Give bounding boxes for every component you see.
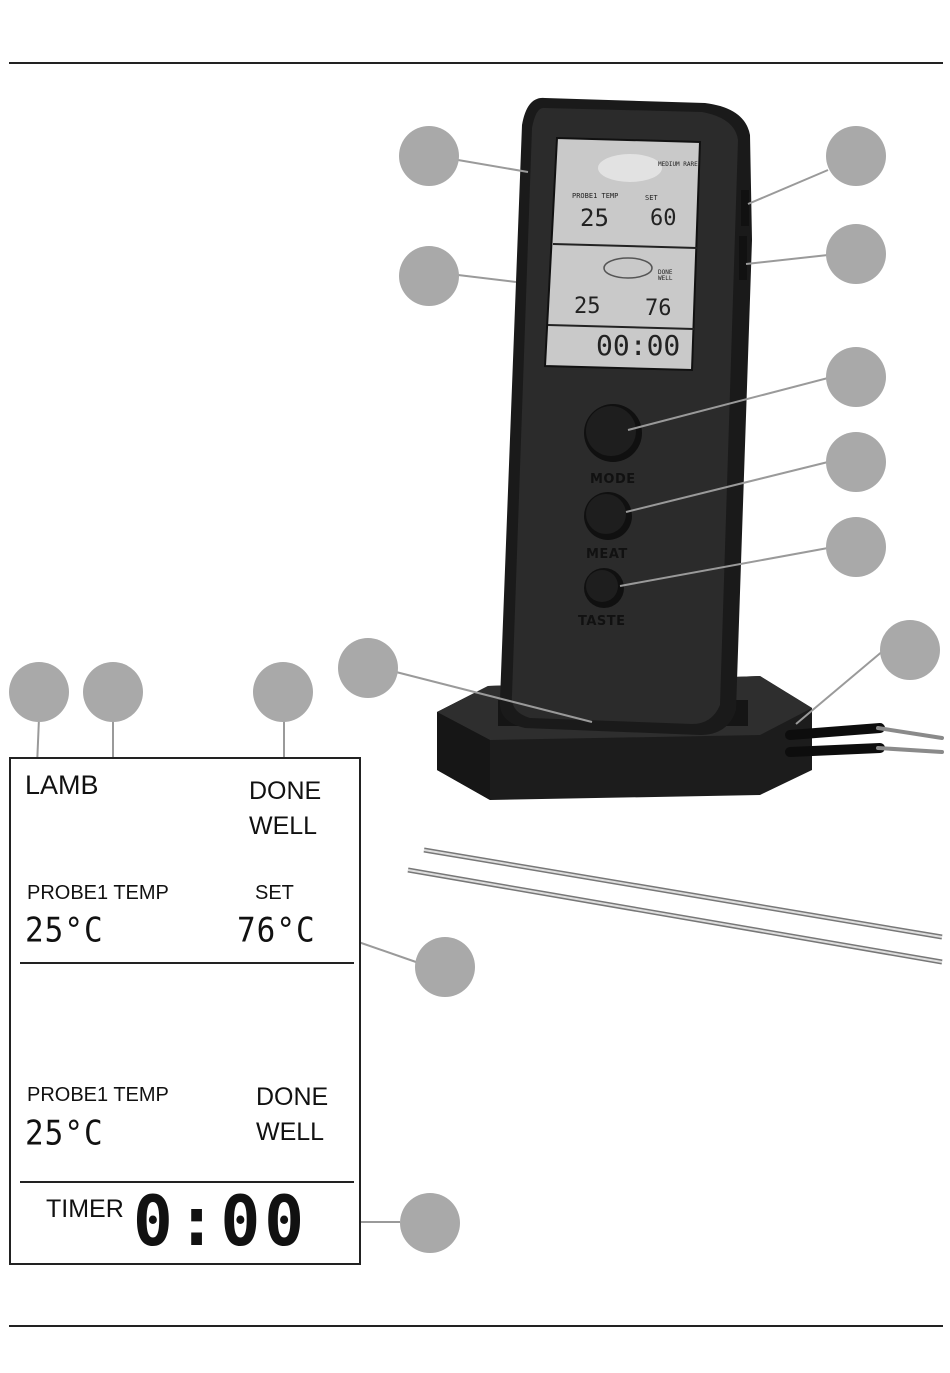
screen-lower-doneness: DONE WELL	[658, 270, 686, 282]
probe-temp-value-2: 25°C	[25, 1117, 104, 1151]
screen-upper-probe-label: PROBE1 TEMP	[572, 193, 618, 200]
callout-marker	[826, 126, 886, 186]
callout-marker	[253, 662, 313, 722]
screen-upper-temp: 25	[580, 206, 609, 230]
doneness-line1: DONE	[249, 779, 321, 804]
probe-temp-value: 25°C	[25, 914, 104, 948]
timer-value: 0:00	[133, 1187, 308, 1256]
doneness-line1-2: DONE	[256, 1085, 328, 1110]
screen-timer: 00:00	[596, 332, 680, 360]
callout-marker	[399, 126, 459, 186]
screen-lower-set: 76	[645, 298, 672, 320]
screen-upper-set: 60	[650, 208, 677, 230]
doneness-line2-2: WELL	[256, 1120, 324, 1145]
lcd-display-diagram: LAMB DONE WELL PROBE1 TEMP SET 25°C 76°C…	[9, 757, 361, 1265]
mode-label: MODE	[590, 472, 636, 487]
callout-marker	[826, 224, 886, 284]
set-temp-label: SET	[255, 883, 294, 903]
callout-marker	[83, 662, 143, 722]
callout-marker	[880, 620, 940, 680]
callout-marker	[826, 432, 886, 492]
screen-lower-temp: 25	[574, 296, 601, 318]
callout-marker	[399, 246, 459, 306]
callout-marker	[826, 347, 886, 407]
skewer-probes	[408, 850, 942, 962]
callout-marker	[400, 1193, 460, 1253]
probe-temp-label-2: PROBE1 TEMP	[27, 1085, 169, 1105]
set-temp-value: 76°C	[237, 914, 316, 948]
meat-type-label: LAMB	[25, 772, 99, 799]
meat-label: MEAT	[586, 547, 628, 562]
screen-upper-doneness: MEDIUM RARE	[658, 162, 698, 168]
callout-marker	[338, 638, 398, 698]
lcd-divider	[20, 962, 354, 964]
timer-label: TIMER	[46, 1197, 124, 1222]
callout-marker	[9, 662, 69, 722]
callout-marker	[415, 937, 475, 997]
probe-cables	[790, 728, 942, 752]
probe-temp-label: PROBE1 TEMP	[27, 883, 169, 903]
doneness-line2: WELL	[249, 814, 317, 839]
taste-label: TASTE	[578, 614, 626, 629]
screen-upper-set-label: SET	[645, 195, 658, 202]
callout-marker	[826, 517, 886, 577]
